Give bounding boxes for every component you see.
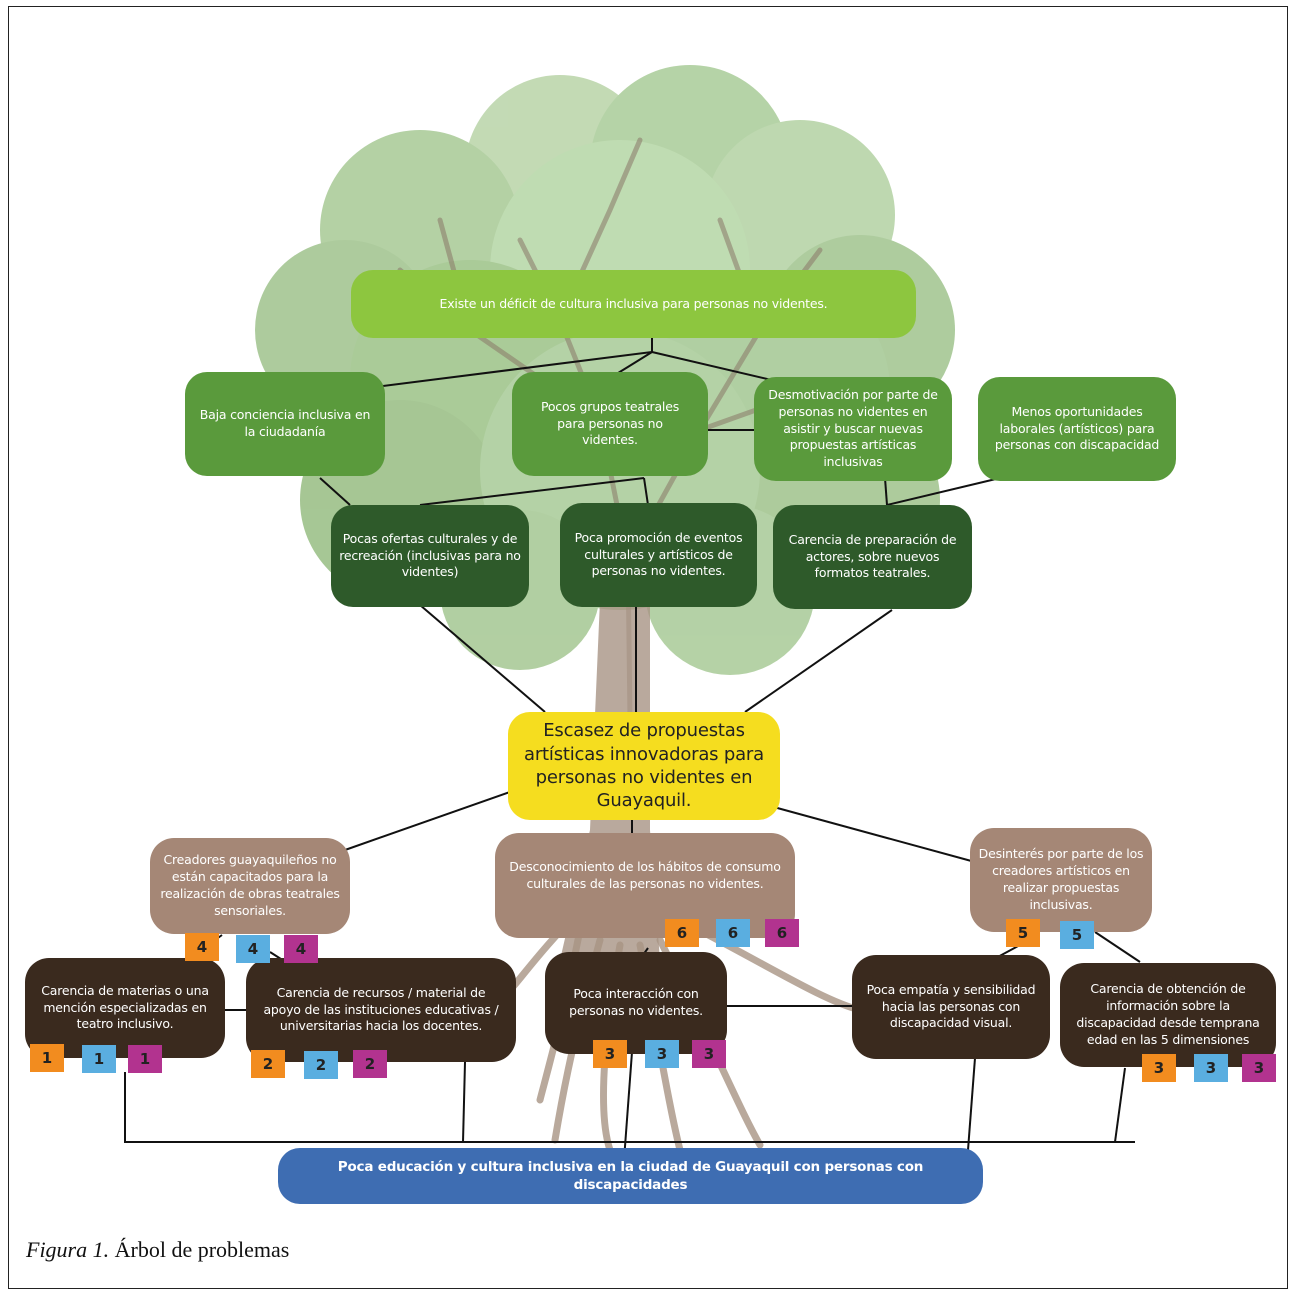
effect-pocos-grupos: Pocos grupos teatrales para personas no … — [512, 372, 708, 476]
effect-text: Menos oportunidades laborales (artístico… — [994, 403, 1160, 453]
effect-carencia-preparacion: Carencia de preparación de actores, sobr… — [773, 505, 972, 609]
badge-2-magenta: 2 — [353, 1050, 387, 1078]
effect-text: Desmotivación por parte de personas no v… — [768, 386, 938, 470]
badge-6-orange: 6 — [665, 919, 699, 947]
badge-3-cyan-right: 3 — [1194, 1054, 1228, 1082]
root-problem-text: Existe un déficit de cultura inclusiva p… — [439, 295, 828, 311]
subcause-carencia-recursos: Carencia de recursos / material de apoyo… — [246, 958, 516, 1062]
effect-poca-promocion: Poca promoción de eventos culturales y a… — [560, 503, 757, 607]
badge-3-magenta-right: 3 — [1242, 1054, 1276, 1082]
subcause-text: Carencia de obtención de información sob… — [1076, 981, 1260, 1047]
badge-3-magenta: 3 — [692, 1040, 726, 1068]
central-problem-text: Escasez de propuestas artísticas innovad… — [524, 720, 764, 812]
badge-4-magenta: 4 — [284, 935, 318, 963]
badge-5-cyan: 5 — [1060, 921, 1094, 949]
subcause-text: Carencia de materias o una mención espec… — [41, 982, 209, 1032]
subcause-text: Carencia de recursos / material de apoyo… — [263, 984, 499, 1034]
root-cause-box: Poca educación y cultura inclusiva en la… — [278, 1148, 983, 1204]
connector-lines — [124, 338, 1141, 1161]
subcause-text: Poca empatía y sensibilidad hacia las pe… — [866, 981, 1036, 1031]
effect-pocas-ofertas: Pocas ofertas culturales y de recreación… — [331, 505, 529, 607]
effect-text: Baja conciencia inclusiva en la ciudadan… — [199, 407, 371, 439]
cause-text: Desconocimiento de los hábitos de consum… — [509, 859, 781, 891]
root-cause-text: Poca educación y cultura inclusiva en la… — [337, 1158, 924, 1193]
badge-1-cyan: 1 — [82, 1045, 116, 1073]
root-problem-box: Existe un déficit de cultura inclusiva p… — [351, 270, 916, 338]
badge-1-magenta: 1 — [128, 1045, 162, 1073]
subcause-poca-empatia: Poca empatía y sensibilidad hacia las pe… — [852, 955, 1050, 1059]
badge-2-cyan: 2 — [304, 1051, 338, 1079]
badge-2-orange: 2 — [251, 1050, 285, 1078]
effect-text: Poca promoción de eventos culturales y a… — [574, 529, 743, 579]
subcause-carencia-materias: Carencia de materias o una mención espec… — [25, 958, 225, 1058]
cause-creadores: Creadores guayaquileños no están capacit… — [150, 838, 350, 934]
cause-text: Desinterés por parte de los creadores ar… — [978, 846, 1144, 912]
badge-3-cyan: 3 — [645, 1040, 679, 1068]
effect-text: Pocas ofertas culturales y de recreación… — [339, 530, 521, 580]
subcause-text: Poca interacción con personas no vidente… — [569, 986, 703, 1018]
badge-3-orange: 3 — [593, 1040, 627, 1068]
caption-label: Figura 1. — [26, 1237, 110, 1262]
cause-text: Creadores guayaquileños no están capacit… — [160, 852, 340, 918]
effect-menos-oportunidades: Menos oportunidades laborales (artístico… — [978, 377, 1176, 481]
badge-3-orange-right: 3 — [1142, 1054, 1176, 1082]
figure-frame — [8, 6, 1288, 1289]
effect-desmotivacion: Desmotivación por parte de personas no v… — [754, 377, 952, 481]
effect-text: Carencia de preparación de actores, sobr… — [788, 531, 957, 581]
subcause-poca-interaccion: Poca interacción con personas no vidente… — [545, 952, 727, 1054]
badge-4-cyan: 4 — [236, 935, 270, 963]
cause-desinteres: Desinterés por parte de los creadores ar… — [970, 828, 1152, 932]
effect-baja-conciencia: Baja conciencia inclusiva en la ciudadan… — [185, 372, 385, 476]
badge-4-orange: 4 — [185, 933, 219, 961]
figure-caption: Figura 1. Árbol de problemas — [26, 1237, 289, 1263]
badge-6-cyan: 6 — [716, 919, 750, 947]
badge-1-orange: 1 — [30, 1044, 64, 1072]
central-problem-box: Escasez de propuestas artísticas innovad… — [508, 712, 780, 820]
badge-5-orange: 5 — [1006, 919, 1040, 947]
cause-desconocimiento: Desconocimiento de los hábitos de consum… — [495, 833, 795, 938]
caption-text: Árbol de problemas — [114, 1237, 290, 1262]
subcause-carencia-informacion: Carencia de obtención de información sob… — [1060, 963, 1276, 1067]
effect-text: Pocos grupos teatrales para personas no … — [540, 398, 680, 448]
badge-6-magenta: 6 — [765, 919, 799, 947]
